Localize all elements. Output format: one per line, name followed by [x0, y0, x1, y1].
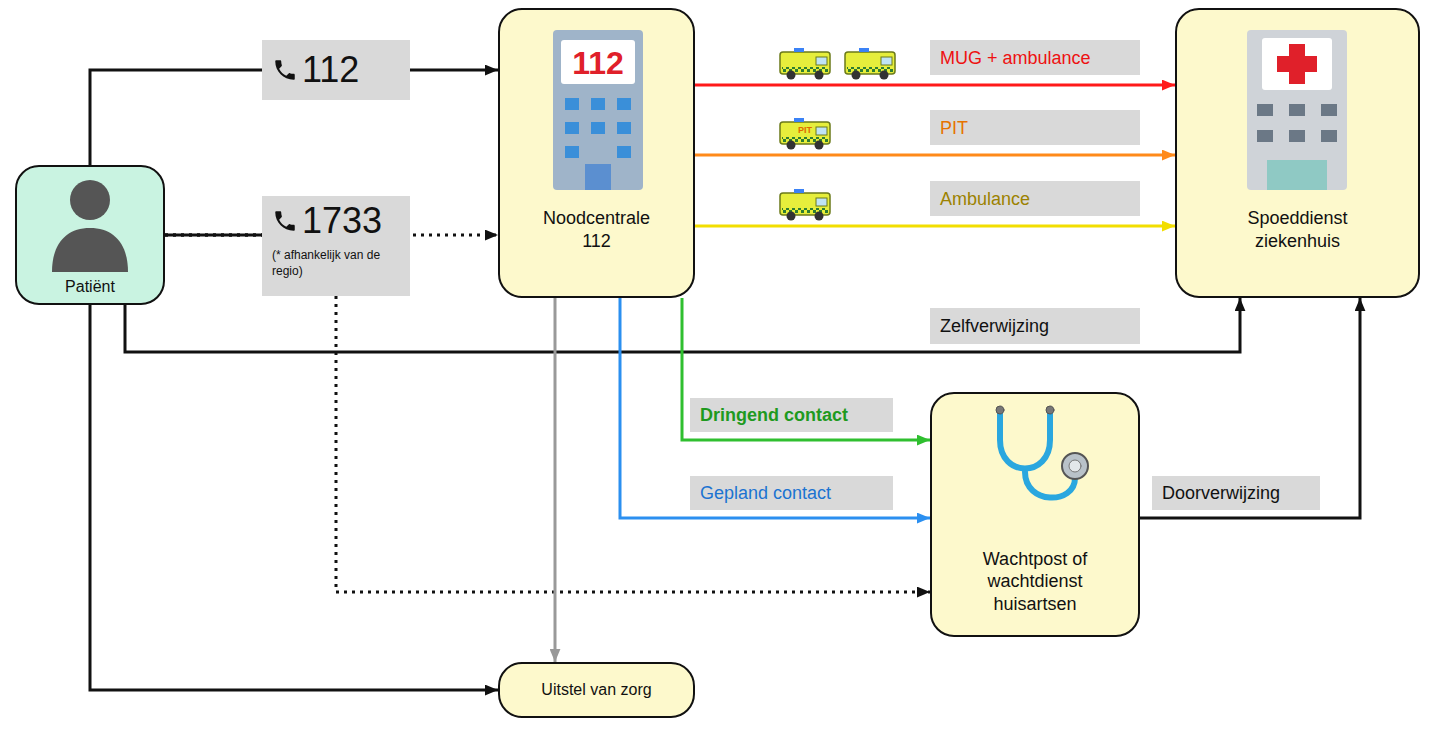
hospital-box: Spoeddienst ziekenhuis [1175, 8, 1420, 298]
edge-label-box: Gepland contact [690, 476, 893, 510]
ambulance-icon [780, 48, 830, 80]
edge-label: 1733 [302, 203, 382, 239]
building-icon [553, 30, 643, 190]
gp-post-box: Wachtpost of wachtdienst huisartsen [930, 392, 1140, 637]
building-number: 112 [561, 44, 635, 82]
connector-arrow [620, 298, 930, 518]
edge-label: Dringend contact [700, 406, 848, 424]
edge-label: 112 [302, 52, 359, 88]
edge-label: Zelfverwijzing [940, 317, 1049, 335]
stethoscope-icon [996, 406, 1088, 498]
node-title: Wachtpost of wachtdienst huisartsen [965, 548, 1105, 616]
connector-arrow [554, 298, 557, 662]
vehicle-text: PIT [792, 124, 818, 136]
care-delay-box: Uitstel van zorg [498, 662, 695, 718]
edge-label-box: Zelfverwijzing [930, 308, 1140, 344]
edge-label-box: MUG + ambulance [930, 40, 1140, 75]
edge-label-box: Doorverwijzing [1152, 476, 1320, 510]
ambulance-icon [845, 48, 895, 80]
edge-label-box: 112 [262, 40, 410, 100]
region-note: (* afhankelijk van de regio) [262, 246, 410, 296]
node-title: Spoeddienst ziekenhuis [1235, 207, 1360, 252]
edge-label: Ambulance [940, 190, 1030, 208]
patient-box: Patiënt [15, 165, 165, 305]
edge-label-box: 1733 [262, 196, 410, 246]
edge-label: Doorverwijzing [1162, 484, 1280, 502]
solid-line-segment [165, 234, 262, 237]
edge-label-box: Ambulance [930, 181, 1140, 216]
edge-label: Gepland contact [700, 484, 831, 502]
node-title: Uitstel van zorg [541, 680, 651, 700]
hospital-icon [1247, 30, 1347, 190]
connector-arrow [90, 305, 498, 690]
edge-label: MUG + ambulance [940, 49, 1091, 67]
edge-label-box: PIT [930, 110, 1140, 145]
person-icon [52, 180, 128, 272]
phone-symbol [272, 208, 298, 234]
connector-arrow [695, 154, 1175, 157]
ambulance-icon [780, 118, 830, 150]
phone-symbol [272, 57, 298, 83]
ambulance-icon [780, 189, 830, 221]
connector-arrow [695, 84, 1175, 87]
edge-label: PIT [940, 119, 968, 137]
connector-arrow [695, 225, 1175, 228]
edge-label-box: Dringend contact [690, 398, 893, 432]
connector-arrow [1140, 298, 1360, 518]
node-title: Patiënt [65, 277, 115, 297]
connector-arrow [682, 298, 930, 440]
node-title: Noodcentrale 112 [532, 207, 662, 252]
